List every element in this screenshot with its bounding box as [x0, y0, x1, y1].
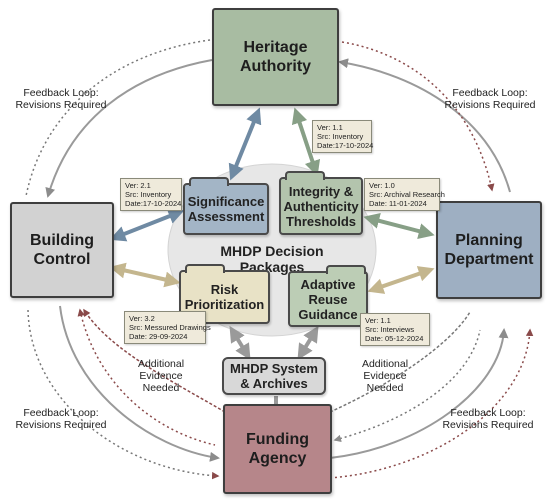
arrow-building-significance	[109, 208, 185, 242]
note-line: Src: Inventory	[317, 132, 364, 141]
note-line: Ver: 3.2	[129, 314, 155, 323]
heritage-authority-box[interactable]: Heritage Authority	[212, 8, 339, 106]
arrow-heritage-integrity	[291, 107, 321, 177]
arrow-system-adaptive	[297, 325, 319, 361]
note-adaptive: Ver: 1.1 Src: Interviews Date: 05-12-202…	[360, 313, 430, 346]
loop-arc-bottom-left	[59, 305, 220, 462]
note-line: Date: 29-09-2024	[129, 332, 188, 341]
folder-tab	[189, 177, 229, 186]
note-line: Date: 05-12-2024	[365, 334, 424, 343]
funding-agency-label: Funding Agency	[245, 431, 310, 467]
arrow-evidence-left	[83, 308, 226, 413]
arrow-evidence-right	[329, 311, 471, 413]
note-line: Ver: 1.0	[369, 181, 395, 190]
loop-arc-bottom-right	[329, 328, 509, 459]
heritage-authority-label: Heritage Authority	[239, 39, 312, 75]
arrow-system-risk	[229, 325, 251, 361]
note-line: Date:17-10-2024	[125, 199, 182, 208]
note-line: Src: Archival Research	[369, 190, 445, 199]
evidence-label-left: Additional Evidence Needed	[137, 358, 185, 394]
note-line: Date:17-10-2024	[317, 141, 374, 150]
package-adaptive-reuse[interactable]: Adaptive Reuse Guidance	[288, 265, 368, 327]
note-line: Src: Inventory	[125, 190, 172, 199]
building-control-label: Building Control	[30, 232, 94, 268]
building-control-box[interactable]: Building Control	[10, 202, 114, 298]
note-risk: Ver: 3.2 Src: Messured Drawings Date: 29…	[124, 311, 211, 344]
folder-tab	[285, 171, 325, 180]
note-significance: Ver: 2.1 Src: Inventory Date:17-10-2024	[120, 178, 182, 211]
note-heritage: Ver: 1.1 Src: Inventory Date:17-10-2024	[312, 120, 374, 153]
feedback-loop-label-top-right: Feedback Loop: Revisions Required	[444, 87, 536, 111]
dotted-loop-far-right	[329, 328, 534, 479]
dotted-loop-bottom-right	[333, 329, 481, 443]
dotted-loop-top-left	[25, 39, 211, 197]
feedback-loop-label-bottom-left: Feedback Loop: Revisions Required	[15, 407, 107, 431]
note-line: Src: Interviews	[365, 325, 415, 334]
feedback-loop-label-top-left: Feedback Loop: Revisions Required	[15, 87, 107, 111]
package-integrity-label: Integrity & Authenticity Thresholds	[283, 183, 359, 229]
loop-arc-top-left	[45, 59, 213, 198]
mhdp-system-label: MHDP System & Archives	[230, 361, 318, 391]
note-line: Ver: 1.1	[317, 123, 343, 132]
arrow-heritage-significance	[228, 107, 262, 181]
note-line: Ver: 1.1	[365, 316, 391, 325]
folder-tab	[326, 265, 366, 274]
mhdp-system-archives-box[interactable]: MHDP System & Archives	[222, 357, 326, 395]
dotted-loop-top-right	[341, 41, 495, 192]
note-line: Src: Messured Drawings	[129, 323, 211, 332]
feedback-loop-label-bottom-right: Feedback Loop: Revisions Required	[442, 407, 534, 431]
package-integrity-authenticity[interactable]: Integrity & Authenticity Thresholds	[279, 171, 363, 235]
package-significance-assessment[interactable]: Significance Assessment	[183, 177, 269, 235]
note-line: Date: 11-01-2024	[369, 199, 427, 208]
note-line: Ver: 2.1	[125, 181, 151, 190]
arrow-building-risk	[109, 262, 181, 288]
planning-department-label: Planning Department	[444, 232, 534, 268]
planning-department-box[interactable]: Planning Department	[436, 201, 542, 299]
arrow-planning-integrity	[363, 213, 435, 239]
loop-arc-top-right	[338, 58, 511, 193]
package-significance-label: Significance Assessment	[187, 194, 265, 224]
arrow-planning-adaptive	[367, 266, 435, 294]
dotted-loop-bottom-left	[77, 308, 216, 446]
funding-agency-box[interactable]: Funding Agency	[223, 404, 332, 494]
package-risk-label: Risk Prioritization	[184, 282, 265, 312]
folder-tab	[185, 264, 225, 273]
package-adaptive-label: Adaptive Reuse Guidance	[298, 276, 358, 322]
note-integrity: Ver: 1.0 Src: Archival Research Date: 11…	[364, 178, 445, 211]
evidence-label-right: Additional Evidence Needed	[361, 358, 409, 394]
